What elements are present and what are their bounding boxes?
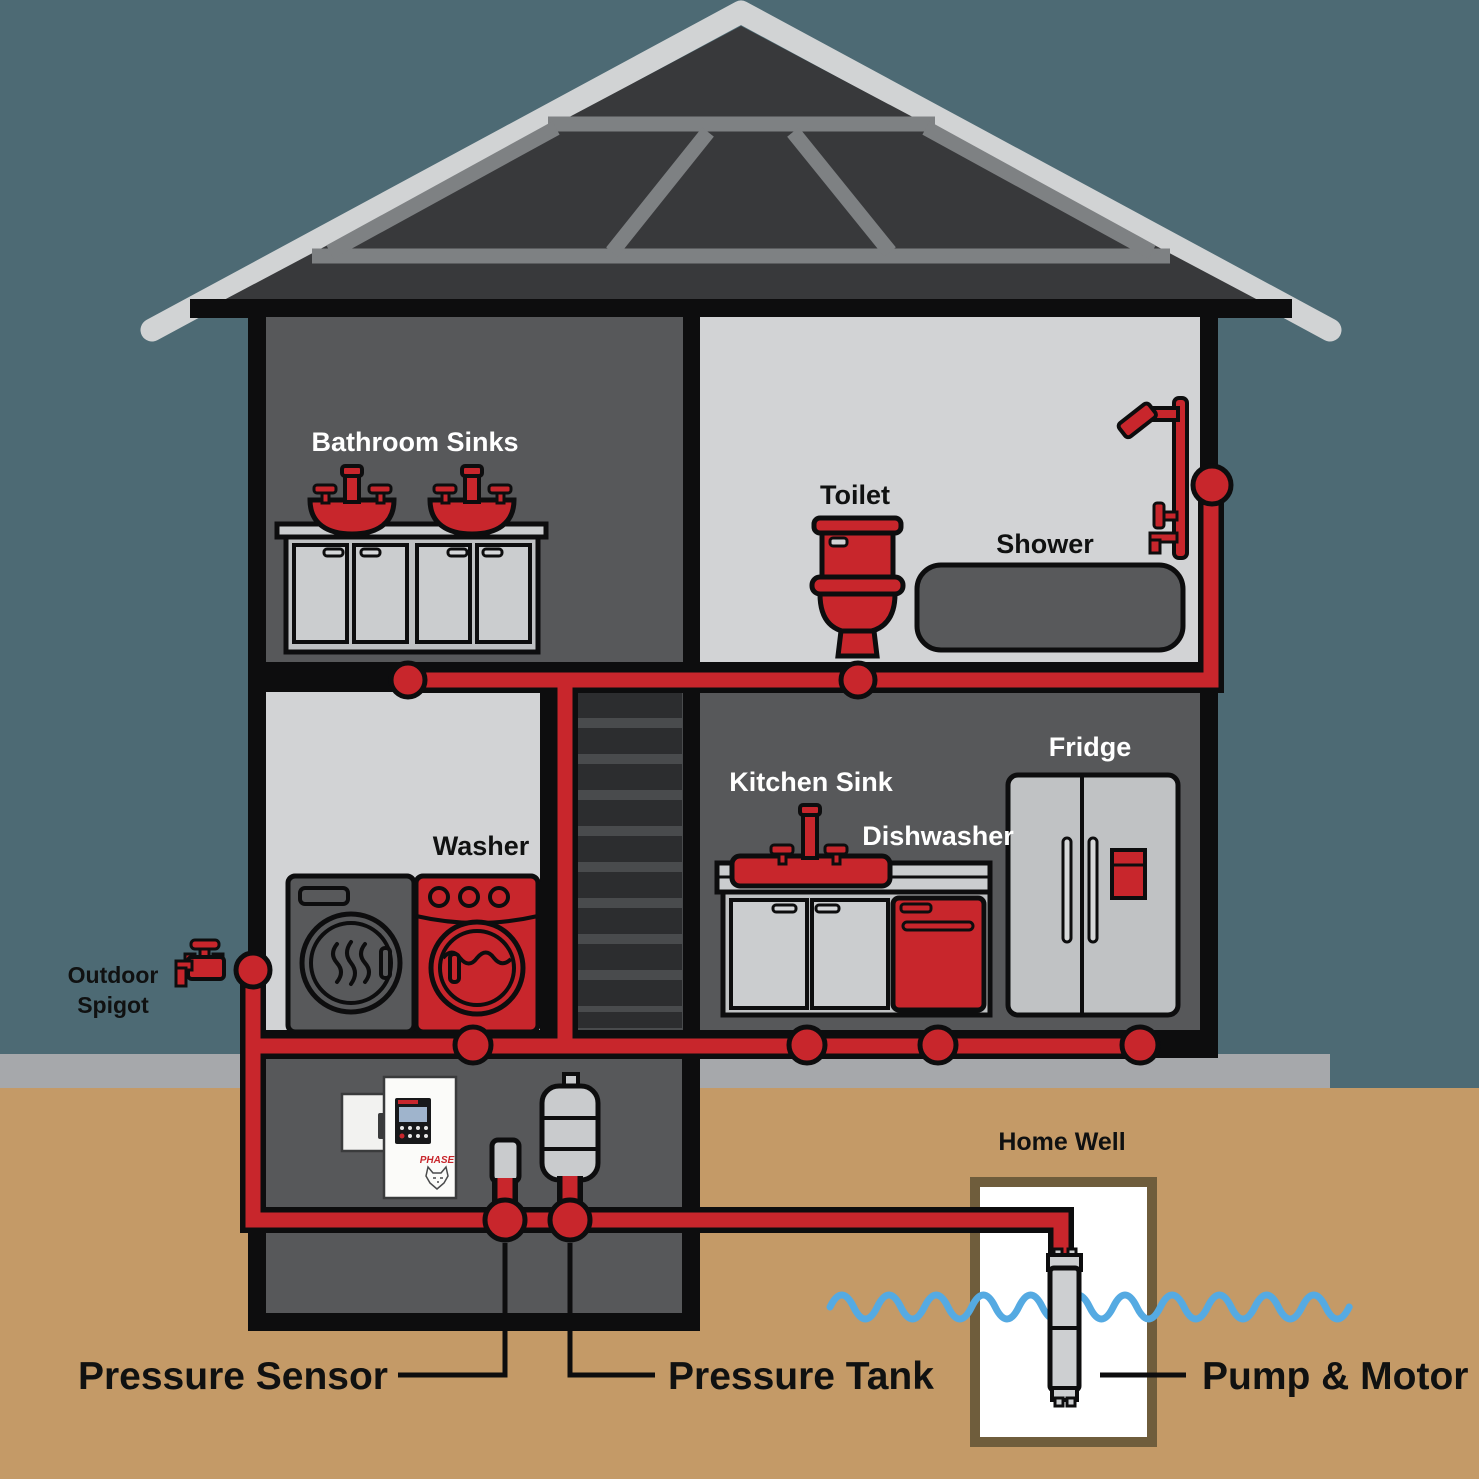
wall-stair-kitchen	[683, 692, 700, 1030]
vanity-handle	[446, 547, 469, 558]
leader-pressure-sensor	[398, 1243, 508, 1378]
basement-wall-right	[682, 1058, 700, 1331]
pipe-junction	[482, 1197, 528, 1243]
basement-room	[266, 1058, 682, 1313]
pipe-junction	[388, 660, 428, 700]
pipe-junction	[1119, 1024, 1161, 1066]
roof-fascia	[140, 0, 1342, 342]
toilet-bowl	[817, 591, 898, 636]
pump-motor-device	[1046, 1247, 1083, 1408]
pipe-junction	[233, 950, 273, 990]
washer-knob	[458, 886, 480, 908]
vanity-door	[352, 543, 409, 644]
shower-fixture	[1116, 396, 1189, 560]
roof	[140, 0, 1342, 342]
label-dishwasher: Dishwasher	[862, 821, 1014, 851]
pipe-junctions	[233, 463, 1234, 1243]
kitchen-cabinet-door	[810, 898, 890, 1010]
kitchen-cabinet-door	[729, 898, 809, 1010]
label-home-well: Home Well	[998, 1128, 1125, 1156]
washer-door-latch	[448, 952, 461, 984]
pressure-sensor-device	[489, 1137, 522, 1185]
label-outdoor-spigot-line1: Outdoor	[68, 962, 159, 988]
pipe-junction	[452, 1024, 494, 1066]
leader-pressure-tank	[567, 1243, 655, 1378]
toilet-tank-lid	[811, 515, 904, 536]
roof-gable	[190, 26, 1292, 318]
toilet-pedestal	[835, 628, 880, 659]
shower-spout	[1148, 531, 1179, 544]
spigot-icon	[174, 938, 226, 988]
pipe-second-floor	[408, 485, 1219, 688]
washer-knob	[428, 886, 450, 908]
ground	[0, 1088, 1479, 1479]
toilet-flush-button	[828, 536, 849, 548]
sink-faucet-left	[343, 472, 361, 504]
pipe-junction	[547, 1197, 593, 1243]
cabinet-handle	[814, 903, 841, 914]
dishwasher-handle	[901, 920, 975, 932]
roof-eave-band	[190, 299, 1292, 318]
vanity-door	[292, 543, 349, 644]
stairs	[572, 692, 682, 1028]
cabinet-handle	[771, 903, 798, 914]
vanity-door	[415, 543, 472, 644]
vanity-handle	[359, 547, 382, 558]
label-pump-motor: Pump & Motor	[1202, 1355, 1468, 1398]
dryer-control-slot	[298, 886, 350, 906]
fridge-handle	[1061, 836, 1073, 944]
label-bathroom-sinks: Bathroom Sinks	[311, 427, 518, 457]
dishwasher-slot	[899, 902, 933, 914]
label-washer: Washer	[433, 831, 530, 861]
shower-head-icon	[1116, 401, 1158, 440]
washer-door	[428, 919, 526, 1017]
wolf-emblem	[425, 1165, 449, 1190]
toilet-fixture	[809, 515, 906, 659]
pipe-junction	[1190, 463, 1234, 507]
label-pressure-sensor: Pressure Sensor	[78, 1355, 388, 1398]
dishwasher-unit	[890, 895, 987, 1013]
label-outdoor-spigot-line2: Spigot	[77, 992, 149, 1018]
fridge-dispenser	[1110, 848, 1147, 900]
label-toilet: Toilet	[820, 480, 890, 510]
leader-lines	[398, 1243, 1186, 1378]
kitchen-sink-basin	[729, 853, 893, 889]
label-kitchen-sink: Kitchen Sink	[729, 767, 894, 797]
label-fridge: Fridge	[1049, 732, 1132, 762]
roof-truss	[312, 116, 1170, 264]
panel-display	[399, 1107, 427, 1122]
vanity-door	[475, 543, 532, 644]
bathtub	[914, 562, 1186, 653]
label-shower: Shower	[996, 529, 1094, 559]
basement-floor	[248, 1313, 700, 1331]
kitchen-counter-unit	[714, 803, 993, 1018]
sink-bowl-left	[307, 497, 397, 537]
washer	[413, 873, 541, 1035]
water-table-wave	[826, 1291, 1353, 1323]
bathroom-vanity	[274, 464, 549, 655]
toilet-seat	[809, 574, 906, 597]
dryer	[285, 873, 417, 1035]
vanity-handle	[481, 547, 504, 558]
pipe-junction	[838, 660, 878, 700]
kitchen-faucet	[801, 810, 819, 860]
fridge-unit	[1005, 772, 1181, 1018]
dryer-door-latch	[379, 946, 392, 980]
label-pressure-tank: Pressure Tank	[668, 1355, 934, 1398]
fridge-handle	[1087, 836, 1099, 944]
wall-upper-middle	[683, 317, 700, 662]
sink-faucet-right	[463, 472, 481, 504]
pipe-junction	[786, 1024, 828, 1066]
vanity-handle	[322, 547, 345, 558]
sink-bowl-right	[427, 497, 517, 537]
panel-brand-text: PHASE	[420, 1155, 455, 1166]
control-panel: PHASE	[340, 1075, 458, 1200]
pipe-main-supply	[245, 970, 1069, 1260]
washer-knob	[488, 886, 510, 908]
pipe-junction	[917, 1024, 959, 1066]
pressure-tank-device	[539, 1072, 601, 1183]
